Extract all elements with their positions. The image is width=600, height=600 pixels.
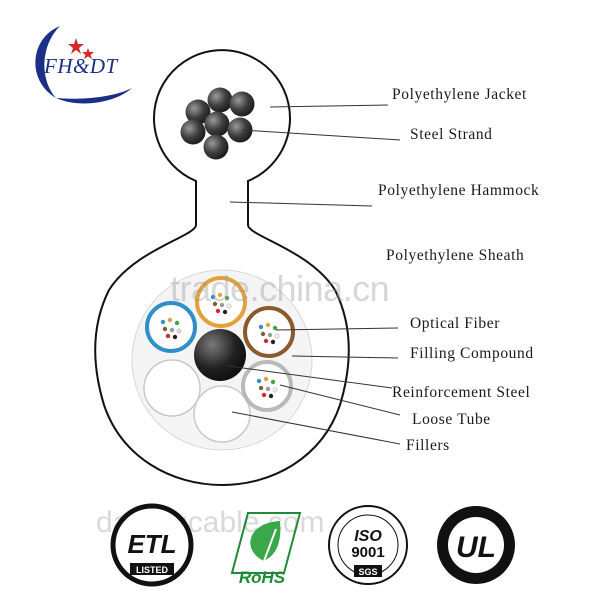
brand-logo-text: FH&DT (44, 54, 118, 78)
etl-badge-subtext: LISTED (136, 565, 169, 575)
brand-logo (22, 18, 152, 108)
loose-tube-gray (241, 360, 293, 412)
loose-tube-brown (243, 306, 295, 358)
label-optical-fiber: Optical Fiber (410, 315, 501, 332)
leader-lines (227, 104, 401, 445)
iso-badge-subtext: SGS (358, 567, 377, 577)
etl-listed-badge: ETL LISTED (110, 503, 194, 587)
label-reinforcement-steel: Reinforcement Steel (392, 384, 531, 401)
watermark-trade-china: trade.china.cn (170, 268, 390, 309)
loose-tube-blue (145, 301, 197, 353)
iso-badge-text: ISO (354, 528, 382, 545)
iso-9001-badge: ISO 9001 SGS (326, 503, 410, 587)
ul-badge-text: UL (456, 531, 496, 564)
etl-badge-text: ETL (127, 529, 176, 559)
ul-badge: UL (434, 503, 518, 587)
rohs-badge-text: RoHS (239, 568, 286, 587)
logo-mark-icon (35, 26, 132, 104)
polyethylene-jacket-outline (94, 49, 350, 487)
label-steel-strand: Steel Strand (410, 126, 493, 143)
rohs-badge: RoHS (222, 503, 306, 587)
label-loose-tube: Loose Tube (412, 411, 491, 428)
fillers (143, 359, 251, 443)
label-filling-compound: Filling Compound (410, 345, 534, 362)
label-polyethylene-sheath: Polyethylene Sheath (386, 247, 525, 264)
leaf-icon (250, 521, 281, 561)
loose-tube-orange (195, 276, 247, 328)
label-fillers: Fillers (406, 437, 450, 454)
label-polyethylene-jacket: Polyethylene Jacket (392, 86, 527, 103)
steel-strand (180, 87, 255, 160)
label-polyethylene-hammock: Polyethylene Hammock (378, 182, 540, 199)
reinforcement-steel-core (194, 329, 246, 381)
iso-badge-number: 9001 (351, 544, 384, 561)
